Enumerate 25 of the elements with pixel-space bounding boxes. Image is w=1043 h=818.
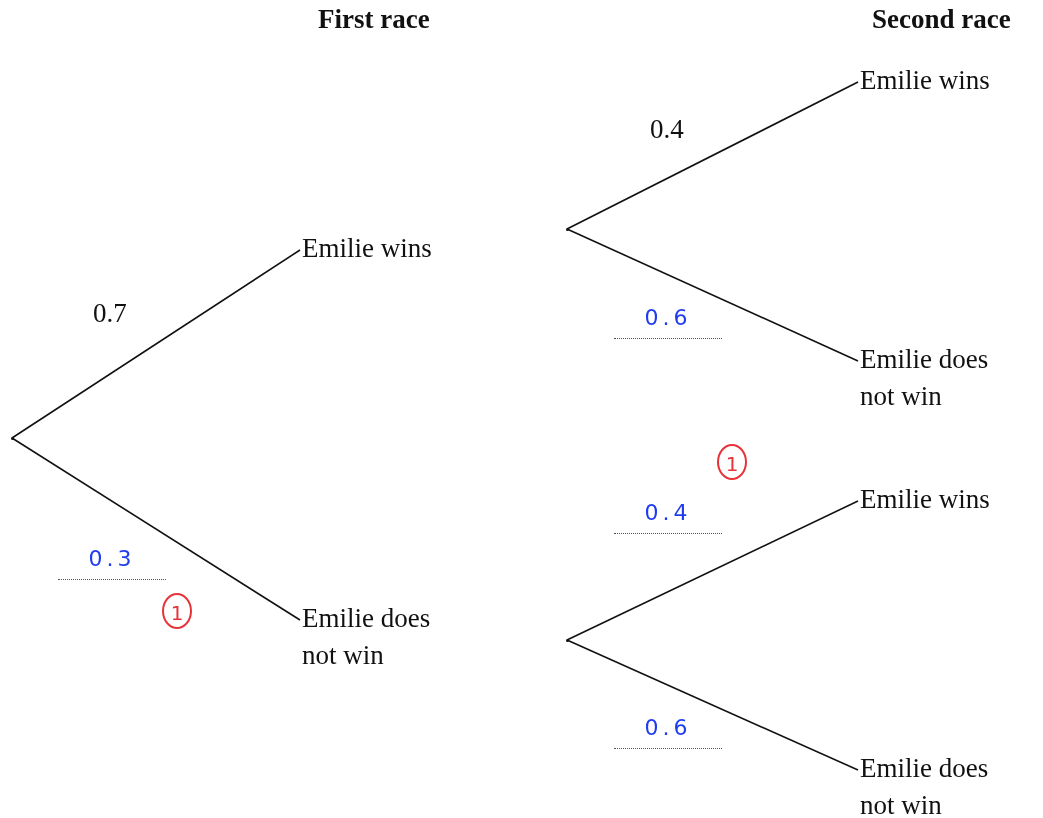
outcome-label: Emilie does not win xyxy=(860,750,1025,818)
tree-branch xyxy=(566,228,859,362)
handwritten-answer: 0.6 xyxy=(614,715,722,749)
outcome-label: Emilie wins xyxy=(860,481,1025,518)
tree-branch xyxy=(11,249,301,439)
outcome-label: Emilie wins xyxy=(302,230,467,267)
tree-branch xyxy=(11,437,301,621)
tree-branch xyxy=(566,81,859,230)
tree-branch xyxy=(566,639,859,771)
outcome-label: Emilie wins xyxy=(860,62,1025,99)
handwritten-answer: 0.3 xyxy=(58,546,166,580)
branch-point xyxy=(565,227,569,231)
probability-label: 0.7 xyxy=(93,298,127,329)
branch-point xyxy=(565,638,569,642)
stage-heading: Second race xyxy=(872,4,1011,35)
outcome-label: Emilie does not win xyxy=(302,600,467,674)
circled-mark: 1 xyxy=(162,593,192,629)
outcome-label: Emilie does not win xyxy=(860,341,1025,415)
handwritten-answer: 0.4 xyxy=(614,500,722,534)
circled-mark: 1 xyxy=(717,444,747,480)
stage-heading: First race xyxy=(318,4,430,35)
branch-point xyxy=(10,436,14,440)
tree-branch xyxy=(566,500,859,641)
handwritten-answer: 0.6 xyxy=(614,305,722,339)
probability-label: 0.4 xyxy=(650,114,684,145)
